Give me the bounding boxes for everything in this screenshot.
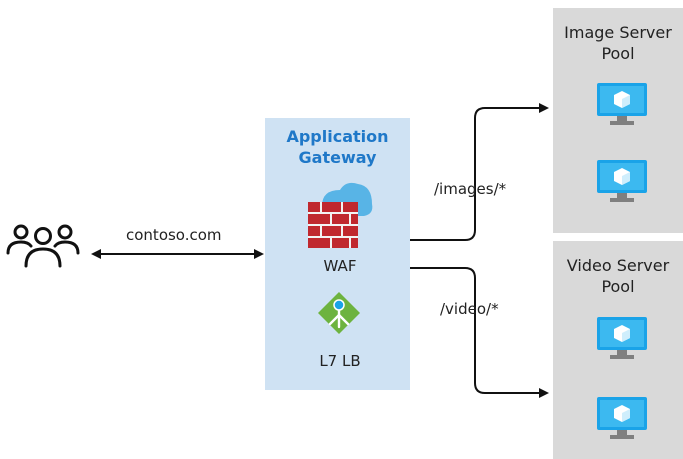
vm-icon [597,160,647,202]
users-icon [6,224,80,268]
video-pool-title: Video Server Pool [553,255,683,297]
video-pool-title-line2: Pool [601,277,635,296]
video-route-connector [410,267,549,398]
image-pool-title-line2: Pool [601,44,635,63]
waf-label: WAF [323,257,357,275]
firewall-icon [308,182,373,248]
gateway-title: Application Gateway [265,126,410,168]
images-route-label: /images/* [434,180,507,198]
video-route-label: /video/* [440,300,499,318]
vm-icon [597,317,647,359]
domain-label: contoso.com [126,226,222,244]
l7-lb-label: L7 LB [319,352,361,370]
gateway-title-line2: Gateway [298,148,377,167]
load-balancer-icon [318,292,360,334]
video-pool-title-line1: Video Server [566,256,670,275]
gateway-title-line1: Application [286,127,389,146]
application-gateway-box [265,118,410,390]
vm-icon [597,83,647,125]
images-route-connector [410,103,549,241]
image-pool-title-line1: Image Server [564,23,672,42]
vm-icon [597,397,647,439]
image-pool-title: Image Server Pool [553,22,683,64]
